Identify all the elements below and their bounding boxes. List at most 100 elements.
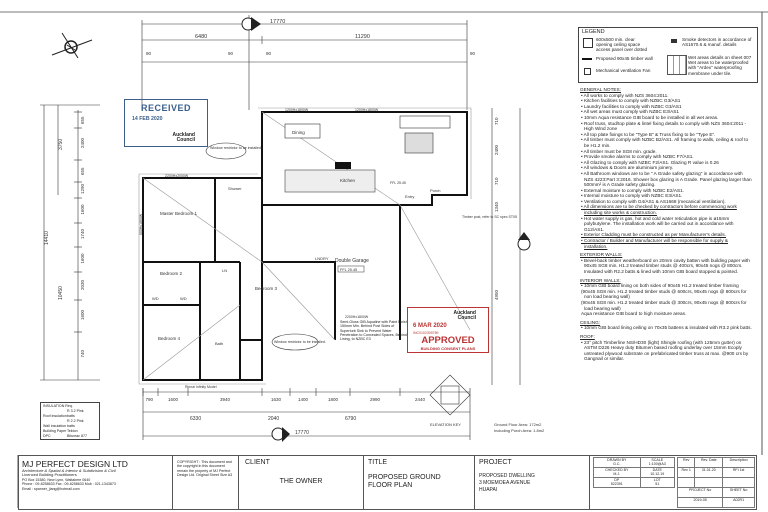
room-double-garage: Double Garage [335,258,369,264]
rug [404,132,434,154]
note-item: • All top plate fixings to be "Type B" &… [581,131,716,137]
interior-walls-load: (90x45 SG8 min. H1.2 treated timber stud… [581,299,747,311]
access-panel-icon [583,38,593,48]
received-stamp: RECEIVED 14 FEB 2020 Auckland Council [124,99,208,147]
note-item: • All Glazing to comply with NZBC F2/AS1… [581,159,719,165]
insulation-cell: Bitumac 877 [67,434,87,438]
dim-left: 1600 [80,309,85,320]
room-wd: WD [152,296,159,301]
dining-table [284,123,321,139]
company-licence: Licenced Building Practitioners [22,472,77,478]
exterior-walls-text: • Bevel-back timber weatherboard on 20mm… [581,257,750,274]
timber-wall-icon [582,58,592,60]
insulation-title: INSULATION Req. [43,404,73,408]
note-item: • All dimensions are to be checked by co… [581,204,737,216]
legend-vent-fan: Mechanical ventilation Fan [596,68,651,73]
auckland-council-logo: Auckland Council [453,310,476,321]
dim-right: 4950 [494,289,499,300]
room-ln: LN [222,268,227,273]
floor-area: Ground Floor Area: 172m2 [494,422,542,427]
dim-right: 710 [494,177,499,185]
insulation-cell: Wall insulation [43,424,67,428]
lot: 51 [655,482,660,487]
dim-left: 2030 [80,279,85,290]
window-tag: 1200Hx1800W [355,108,379,112]
note-window-restrictor: Window restrictor to be installed. [210,146,262,150]
window-tag: 1200Hx1800W [285,108,309,112]
dim-bottom: 6790 [345,416,356,422]
room-kitchen: Kitchen [340,178,356,183]
note-item: • Exterior Cladding must be constructed … [581,232,727,238]
room-entry: Entry [405,194,414,199]
dp-label: DP [614,478,620,482]
insulation-cell: R 2.2 Pink batts [67,419,84,428]
date: 10.12.19 [650,472,665,477]
drawn-by: G.C. [613,462,621,467]
title-label: TITLE [368,459,388,466]
roof-text: • 23° pitch Timberline NS/HD30 (light) S… [581,339,749,362]
dim-left: 1600 [80,253,85,264]
annotation-cloud [205,142,247,160]
legend-title: LEGEND [582,29,605,35]
note-item: • All wet areas must comply with NZBC E3… [581,109,680,115]
drawn-by-label: DRAWN BY [607,458,627,462]
note-item: • Ventilation to comply with G4/AS1 & AS… [581,198,726,204]
project-line-1: PROPOSED DWELLING [479,473,535,479]
project-no-label: PROJECT No [676,487,724,498]
ffl-entry: FFL 25.45 [390,181,406,185]
elevation-key-icon [429,374,471,416]
rev-description: RFI 1st [722,467,755,478]
drawing-title-line-1: PROPOSED GROUND [368,474,441,481]
walls [142,111,468,381]
interior-walls-heading: INTERIOR WALLS: [580,277,621,283]
room-shower: Shower [228,186,242,191]
company-address: PO Box 15380, New Lynn, Waitakere 0640 [22,477,91,482]
room-porch: Porch [430,188,440,193]
legend: LEGEND 600x500 min. clear opening ceilin… [578,27,758,83]
bottom-dimensions [142,388,471,440]
note-item: • Roof truss, stud/top plate & lintel fi… [581,120,747,132]
general-notes: GENERAL NOTES:• All works to comply with… [580,84,752,362]
scale-label: SCALE [651,458,664,462]
dim-top-right: 11290 [355,34,370,40]
dim-bottom: 6330 [190,416,201,422]
project-block: PROJECT PROPOSED DWELLING 3 MOEMOEA AVEN… [474,456,590,509]
note-item: • External moisture to comply with NZBC … [581,187,684,193]
title-block: MJ PERFECT DESIGN LTD Architecture & Spa… [18,455,757,510]
company-name: MJ PERFECT DESIGN LTD [22,459,128,469]
rev-date: 31.01.20 [694,467,724,478]
project-line-3: HUAPAI [479,487,498,493]
checked-by: M.J. [613,472,621,477]
copyright-text: COPYRIGHT : This document and the copyri… [177,460,233,478]
note-item: • Hot water supply is gas, hot and cold … [581,215,734,232]
dim-bottom: 2990 [370,397,381,402]
dim-bottom: 1630 [271,397,282,402]
legend-smoke-detectors: Smoke detectors in accordance of AS1670.… [682,37,752,48]
section-marker-icon [241,17,261,31]
room-lndry: LNDRY [315,256,329,261]
company-email: Email : spanner_jiang@hotmail.com [22,486,80,491]
dim-bottom: 1800 [328,397,339,402]
dim-left: 655 [80,167,85,175]
dim-left: 655 [80,116,85,124]
insulation-table: INSULATION Req.Roof insulationR 3.2 Pink… [40,402,100,440]
legend-timber-wall: Proposed 90x45 timber wall [596,56,653,61]
approved-ref: INC0102309789 [413,331,439,335]
dim-90: 90 [266,51,272,56]
left-dimensions [40,104,100,381]
note-timber-post: Timber post, refer to SC spec ST05 [462,215,517,219]
porch-area: Including Porch Area: 1.8m2 [494,428,545,433]
sofa [399,115,451,129]
dim-90: 90 [146,51,152,56]
room-bedroom-4: Bedroom 4 [158,336,181,341]
room-bath: Bath [215,341,223,346]
dim-right: 710 [494,117,499,125]
client-name: THE OWNER [279,478,323,485]
note-item: • All timber must comply with NZBC B2/AS… [581,137,749,148]
room-dining: Dining [292,130,305,135]
annotation-cloud [271,333,319,351]
